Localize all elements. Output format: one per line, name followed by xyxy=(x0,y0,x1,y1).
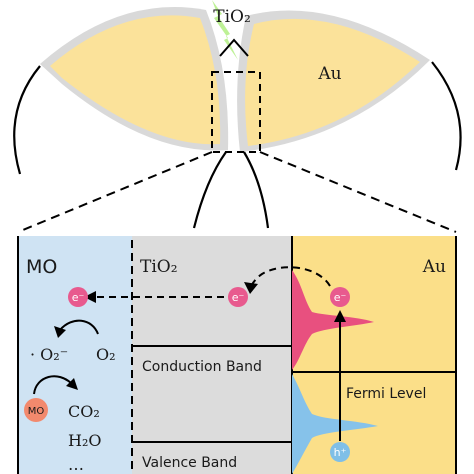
hot-electron-dos xyxy=(292,270,374,370)
au-top-label: Au xyxy=(317,64,341,84)
conduction-band-label: Conduction Band xyxy=(142,359,262,375)
svg-text:e⁻: e⁻ xyxy=(72,291,85,304)
valence-band-label: Valence Band xyxy=(142,455,237,471)
tio2-header: TiO₂ xyxy=(140,257,178,277)
right-projection-line xyxy=(259,151,457,233)
left-lower-arc xyxy=(192,151,227,229)
electron-mo: e⁻ xyxy=(68,287,88,307)
co2-label: CO₂ xyxy=(68,402,100,421)
mo-region xyxy=(18,236,132,474)
energy-panel: Conduction Band Valence Band Fermi Level… xyxy=(17,236,457,474)
oxygen-reduction-arrowhead xyxy=(54,326,66,338)
svg-text:MO: MO xyxy=(28,406,45,417)
excitation-arrowhead xyxy=(334,310,346,322)
electron-transfer-arc-arrowhead xyxy=(244,282,258,294)
au-header: Au xyxy=(422,257,446,277)
nanoparticle-pair: TiO₂ Au xyxy=(13,0,462,229)
electron-tio2: e⁻ xyxy=(228,287,248,307)
zoom-projection-lines xyxy=(17,151,457,233)
electron-transfer-arrowhead xyxy=(84,291,96,303)
degradation-arrow xyxy=(33,375,73,395)
svg-text:h⁺: h⁺ xyxy=(334,446,347,459)
degradation-arrowhead xyxy=(66,378,78,390)
oxygen-label: O₂ xyxy=(96,345,116,364)
lightning-icon xyxy=(212,0,238,60)
zoom-rectangle xyxy=(211,71,261,153)
mo-header: MO xyxy=(26,256,57,278)
more-products-ellipsis: … xyxy=(68,455,84,474)
electron-au: e⁻ xyxy=(330,287,350,307)
tio2-pointer-caret xyxy=(219,38,249,57)
svg-text:e⁻: e⁻ xyxy=(232,291,245,304)
right-lower-arc xyxy=(243,151,270,229)
svg-text:e⁻: e⁻ xyxy=(334,291,347,304)
tio2-region xyxy=(132,236,292,474)
right-particle-gold xyxy=(245,18,420,146)
left-projection-line xyxy=(17,151,213,233)
mo-molecule: MO xyxy=(24,398,48,422)
hole-au: h⁺ xyxy=(330,442,350,462)
oxygen-reduction-arrow xyxy=(59,319,99,335)
left-circle-arc xyxy=(13,65,41,175)
h2o-label: H₂O xyxy=(68,431,101,450)
hole-dos xyxy=(292,374,378,474)
tio2-top-label: TiO₂ xyxy=(213,7,251,27)
fermi-level-label: Fermi Level xyxy=(346,386,426,402)
left-particle-gold xyxy=(50,15,221,145)
right-circle-arc xyxy=(431,61,462,171)
superoxide-label: · O₂⁻ xyxy=(30,345,68,364)
